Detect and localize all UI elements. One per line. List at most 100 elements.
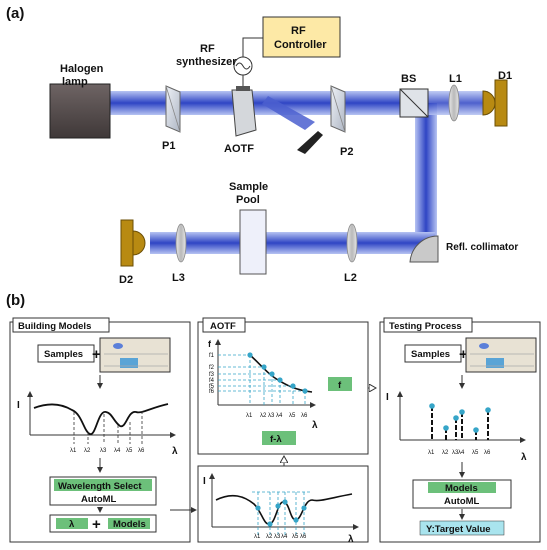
- aotf-f-tick-label: f1: [209, 353, 215, 359]
- bm-tick-lines: λ1 λ2 λ3 λ4 λ5 λ6: [70, 411, 145, 454]
- bm-tick-label: λ4: [114, 448, 121, 454]
- diffracted-beam: [262, 96, 315, 130]
- bm-tick-label: λ1: [70, 448, 77, 454]
- p2-label: P2: [340, 146, 353, 158]
- aotf-axis-f: f: [208, 339, 212, 349]
- wavelength-select-label: Wavelength Select: [58, 481, 142, 492]
- l1-label: L1: [449, 73, 462, 85]
- bm-axis-lambda: λ: [172, 446, 178, 457]
- sample-cuvette: [120, 358, 138, 368]
- reflective-collimator: [409, 235, 439, 263]
- aotf-tick-label: λ4: [276, 413, 283, 419]
- test-point: [459, 409, 465, 415]
- mid-tick-label: λ6: [300, 534, 307, 540]
- mid-axis-i: I: [203, 476, 206, 487]
- aotf-axis-lambda: λ: [312, 420, 318, 431]
- bm-tick-label: λ6: [138, 448, 145, 454]
- testing-sample-cap: [479, 343, 489, 349]
- aotf-tick-label: λ3: [268, 413, 275, 419]
- lambda-label: λ: [69, 519, 75, 530]
- aotf-title-box: [202, 317, 246, 333]
- test-tick-label: λ4: [458, 450, 465, 456]
- bm-tick-label: λ5: [126, 448, 133, 454]
- bm-spectrum-curve: [33, 403, 169, 435]
- testing-sample-cuvette: [486, 358, 504, 368]
- test-point: [485, 407, 491, 413]
- aotf-f-tick-label: f2: [209, 365, 215, 371]
- f-lambda-green-box: [262, 431, 296, 445]
- beam-dump: [297, 131, 323, 154]
- target-value-label: Y:Target Value: [426, 524, 491, 535]
- mid-point: [282, 499, 288, 505]
- f-green-box: [328, 377, 352, 391]
- plus-sign-2: +: [92, 516, 101, 533]
- f-label: f: [338, 380, 342, 391]
- refl-collimator-label: Refl. collimator: [446, 242, 518, 253]
- rf-controller-box: [262, 16, 341, 58]
- bm-tick-label: λ2: [84, 448, 91, 454]
- automl-label: AutoML: [81, 494, 117, 505]
- detector-d2: [120, 219, 134, 267]
- mid-tick-label: λ3: [274, 534, 281, 540]
- testing-samples-box: [404, 344, 462, 363]
- detector-d1: [494, 79, 508, 127]
- aotf-point: [269, 371, 275, 377]
- test-tick-label: λ3: [452, 450, 459, 456]
- aotf-point: [290, 383, 296, 389]
- aotf-point: [261, 364, 267, 370]
- testing-models-label: Models: [445, 483, 478, 494]
- samples-label: Samples: [44, 349, 83, 360]
- aotf-transducer: [236, 86, 250, 91]
- test-tick-label: λ6: [484, 450, 491, 456]
- halogen-lamp: [49, 83, 111, 139]
- testing-plus-sign: +: [459, 346, 468, 363]
- aotf-title: AOTF: [210, 321, 236, 332]
- aotf-f-tick-label: f6: [209, 389, 215, 395]
- f-lambda-label: f-λ: [270, 434, 282, 445]
- testing-models-green: [428, 482, 496, 493]
- test-tick-label: λ2: [442, 450, 449, 456]
- aotf-tick-label: λ2: [260, 413, 267, 419]
- test-point: [429, 403, 435, 409]
- test-tick-label: λ5: [472, 450, 479, 456]
- building-models-title-box: [12, 317, 110, 333]
- d2-label: D2: [119, 274, 133, 286]
- aotf-crystal: [231, 89, 257, 137]
- panel-a-label: (a): [6, 5, 24, 22]
- aotf-label: AOTF: [224, 143, 254, 155]
- aotf-point: [247, 352, 253, 358]
- models-green-box: [108, 518, 150, 529]
- sine-wave-icon: [235, 62, 251, 70]
- target-value-box: [419, 520, 505, 536]
- testing-samples-label: Samples: [411, 349, 450, 360]
- detector-d2-head: [132, 230, 146, 256]
- models-label: Models: [113, 519, 146, 530]
- mid-tick-label: λ2: [266, 534, 273, 540]
- aotf-point: [302, 388, 308, 394]
- vertical-beam: [415, 103, 437, 245]
- bs-label: BS: [401, 73, 416, 85]
- bm-axis-i: I: [17, 400, 20, 411]
- lens-l2: [346, 223, 358, 263]
- mid-point: [267, 521, 273, 527]
- aotf-tick-label: λ5: [289, 413, 296, 419]
- lens-l1: [448, 84, 460, 122]
- aotf-point: [277, 377, 283, 383]
- testing-title-box: [383, 317, 473, 333]
- middle-plot-panel: [197, 465, 369, 543]
- bm-tick-label: λ3: [100, 448, 107, 454]
- test-point: [473, 427, 479, 433]
- l3-label: L3: [172, 272, 185, 284]
- test-axis-i: I: [386, 392, 389, 403]
- testing-automl-label: AutoML: [444, 496, 480, 507]
- test-axis-lambda: λ: [521, 452, 527, 463]
- sample-pool: [239, 209, 267, 275]
- test-point: [453, 415, 459, 421]
